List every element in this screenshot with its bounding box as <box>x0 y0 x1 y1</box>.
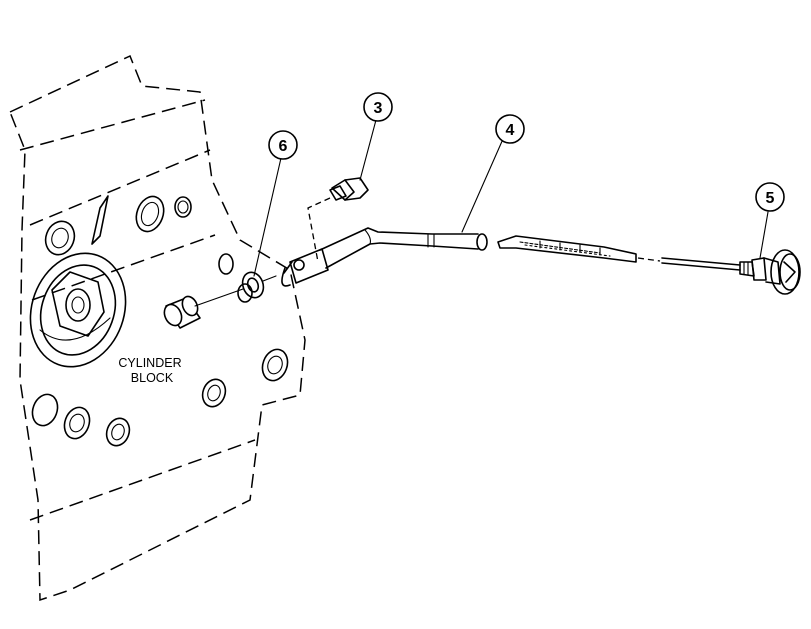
cylinder-block <box>9 54 306 602</box>
block-holes <box>31 195 289 447</box>
block-label-line1: CYLINDER <box>118 356 181 370</box>
dipstick-handle <box>739 249 801 295</box>
sleeve-insert <box>163 288 244 329</box>
washer <box>241 271 277 299</box>
block-boss <box>29 252 127 368</box>
callout-6: 6 <box>268 130 298 160</box>
callout-3-label: 3 <box>374 100 383 117</box>
callout-4-label: 4 <box>506 122 515 139</box>
callout-5: 5 <box>755 182 785 212</box>
callout-4: 4 <box>495 114 525 144</box>
leader-lines <box>253 119 769 277</box>
callout-6-label: 6 <box>279 138 288 155</box>
dipstick-blade <box>497 235 741 271</box>
block-label-line2: BLOCK <box>131 371 174 385</box>
bolt <box>307 177 369 263</box>
dipstick-tube <box>281 227 488 287</box>
callout-3: 3 <box>363 92 393 122</box>
callout-5-label: 5 <box>766 190 775 207</box>
